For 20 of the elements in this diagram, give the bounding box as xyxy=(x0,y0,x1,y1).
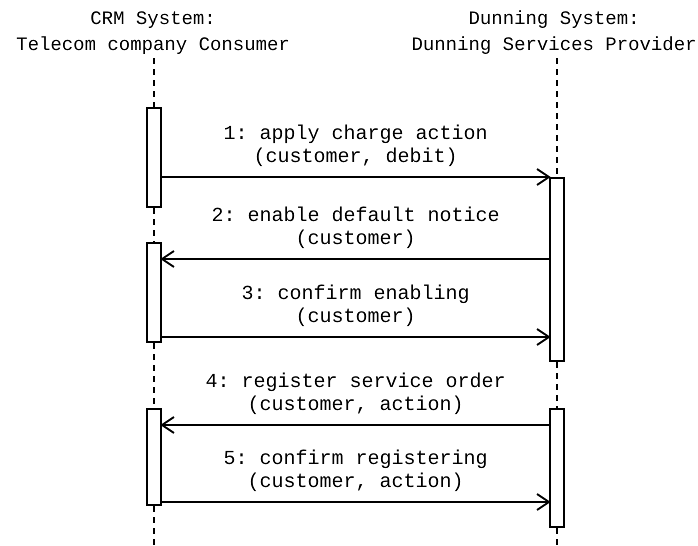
lifeline xyxy=(153,58,155,107)
participant-name: Telecom company Consumer xyxy=(16,33,290,58)
participant-type: CRM System: xyxy=(90,7,216,32)
lifeline xyxy=(153,506,155,546)
lifeline xyxy=(556,362,558,408)
participant-type: Dunning System: xyxy=(468,7,640,32)
message-arrow xyxy=(162,493,550,511)
message-arrow xyxy=(162,328,550,346)
message-arrow xyxy=(161,250,549,268)
activation-bar xyxy=(549,177,565,362)
activation-bar xyxy=(146,408,162,506)
activation-bar xyxy=(146,242,162,343)
lifeline xyxy=(153,208,155,242)
activation-bar xyxy=(146,107,162,208)
lifeline xyxy=(556,58,558,177)
lifeline xyxy=(556,528,558,546)
participant-name: Dunning Services Provider xyxy=(411,33,697,58)
message-arrow xyxy=(162,168,550,186)
message-arrow xyxy=(161,416,549,434)
activation-bar xyxy=(549,408,565,528)
